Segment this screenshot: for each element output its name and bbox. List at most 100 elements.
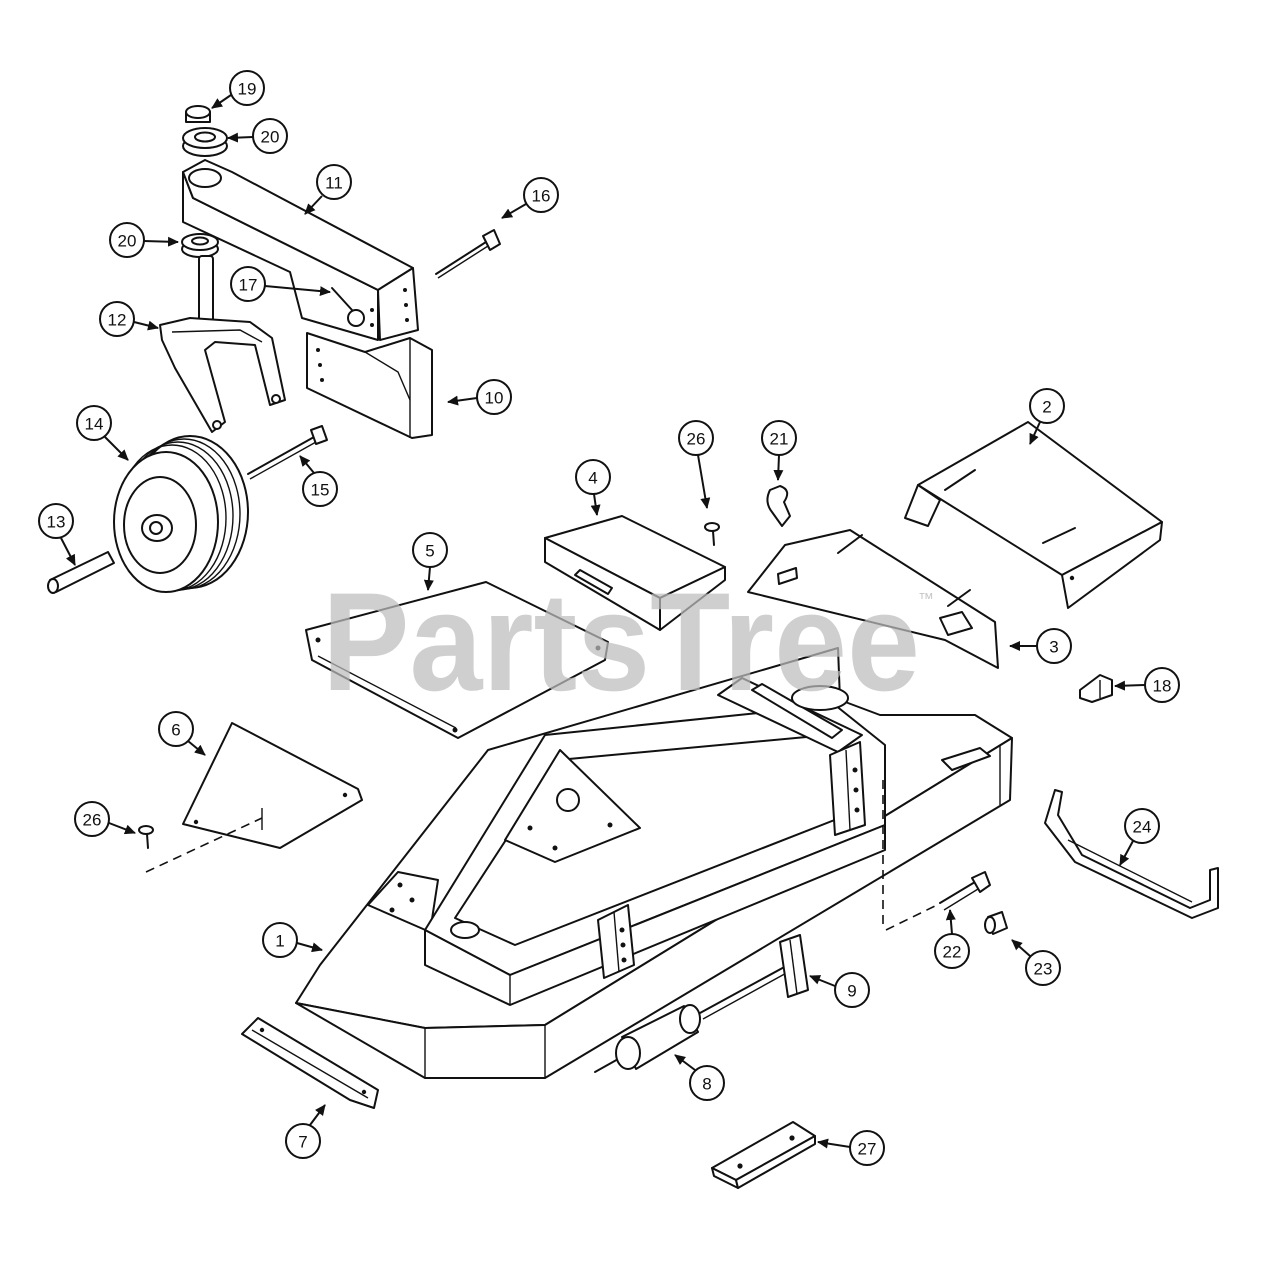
callout-circle: [1036, 628, 1072, 664]
side-plate-hole: [193, 819, 199, 825]
swing-arm-hole: [370, 323, 374, 327]
callout-arrow: [423, 566, 434, 591]
callout: 15: [299, 455, 338, 507]
shield-body: [306, 332, 433, 439]
upper-bearing-bore: [194, 131, 216, 143]
bracket-hole: [620, 942, 626, 948]
callout-label: 10: [485, 389, 504, 408]
callout-label: 21: [770, 430, 789, 449]
skid-plate-hole: [259, 1027, 265, 1033]
rear-cover-window: [777, 567, 798, 585]
deck-left-bracket-hole: [397, 882, 403, 888]
clip: [766, 485, 791, 527]
bracket-hole: [854, 807, 860, 813]
rear-mount-box-opening: [751, 683, 843, 739]
rear-skirt-pin: [1042, 527, 1076, 544]
carriage-bolts-drawing: [138, 522, 720, 873]
callout: 11: [304, 164, 352, 215]
callout-arrow: [501, 203, 527, 219]
watermark-text: PartsTree: [322, 563, 920, 720]
callout-circle: [285, 1123, 321, 1159]
rear-skirt-pin: [944, 469, 976, 491]
shield-hole: [316, 348, 320, 352]
skid-plate-edge: [251, 1029, 369, 1099]
axle-sleeve-drawing: [47, 551, 115, 594]
callout-circle: [262, 922, 298, 958]
callout-label: 18: [1153, 677, 1172, 696]
fork-axle-hole: [212, 420, 222, 430]
callout: 13: [38, 503, 76, 566]
callout-label: 11: [325, 174, 343, 193]
callout-arrow: [945, 909, 956, 935]
callout-circle: [575, 459, 611, 495]
callout-circle: [38, 503, 74, 539]
callout-circle: [1025, 950, 1061, 986]
callout-label: 3: [1049, 638, 1058, 657]
plate-bolt-hole: [552, 845, 558, 851]
caster-fork-inner-edge: [171, 329, 263, 343]
bolt-17-shank: [331, 287, 353, 311]
axle-sleeve-end: [47, 578, 59, 594]
bracket-hole: [853, 787, 859, 793]
callout-circle: [74, 801, 110, 837]
callout-arrow: [817, 1138, 851, 1149]
callout-circle: [1029, 388, 1065, 424]
callout-arrow: [809, 975, 836, 987]
callout-circle: [476, 379, 512, 415]
spacer-23-end: [984, 916, 996, 934]
callout-label: 5: [425, 542, 434, 561]
wheel-bore: [149, 521, 163, 535]
shield-hole: [318, 363, 322, 367]
callout: 3: [1009, 628, 1072, 664]
deck-front-skirt: [295, 737, 1013, 1079]
fork-axle-hole: [271, 394, 281, 404]
swing-arm-hub: [188, 168, 222, 188]
bent-bar-drawing: [1044, 789, 1219, 919]
callout-arrow: [309, 1104, 326, 1126]
hitch-bracket-bend: [789, 939, 798, 995]
callout-label: 12: [108, 311, 127, 330]
callout: 9: [809, 972, 870, 1008]
callout-label: 2: [1042, 398, 1051, 417]
callout-label: 26: [687, 430, 706, 449]
swing-arm-drawing: [182, 159, 419, 341]
callout: 23: [1011, 939, 1061, 986]
block-side: [735, 1135, 816, 1189]
callout-arrow: [264, 285, 331, 297]
shield-hole: [320, 378, 324, 382]
caster-fork-drawing: [159, 317, 286, 433]
callout-arrow: [304, 195, 323, 215]
bracket-hole: [621, 957, 627, 963]
bolt-22-shank: [939, 881, 976, 904]
callout-circle: [109, 222, 145, 258]
callout-circle: [761, 420, 797, 456]
callout-label: 16: [532, 187, 551, 206]
callout-label: 27: [858, 1140, 877, 1159]
block-hole: [789, 1135, 795, 1141]
callout-circle: [678, 420, 714, 456]
callout-circle: [849, 1130, 885, 1166]
callout-arrow: [1029, 421, 1041, 445]
deck-left-bracket-hole: [409, 897, 415, 903]
bolt-26-shank: [712, 530, 715, 546]
callout-arrow: [299, 455, 315, 474]
small-bracket-drawing: [1079, 674, 1113, 703]
hitch-shaft-edge: [702, 970, 791, 1020]
cover-plate-edge: [317, 655, 457, 729]
skid-plate: [241, 1017, 379, 1109]
bolt-and-spacer-drawing: [882, 780, 1008, 935]
roller-left-end: [615, 1036, 641, 1070]
callout-arrow: [1114, 680, 1146, 691]
callout: 22: [934, 909, 970, 969]
callout: 18: [1114, 667, 1180, 703]
rear-hitch-bracket-edge: [845, 749, 851, 831]
callout-label: 4: [588, 469, 597, 488]
callout-label: 22: [943, 943, 962, 962]
rear-skirt-drawing: [904, 421, 1163, 609]
callout-arrow: [143, 236, 179, 247]
callout: 16: [501, 177, 559, 219]
callout: 8: [674, 1054, 725, 1101]
bolt-15-shank: [247, 436, 315, 475]
callout-circle: [523, 177, 559, 213]
